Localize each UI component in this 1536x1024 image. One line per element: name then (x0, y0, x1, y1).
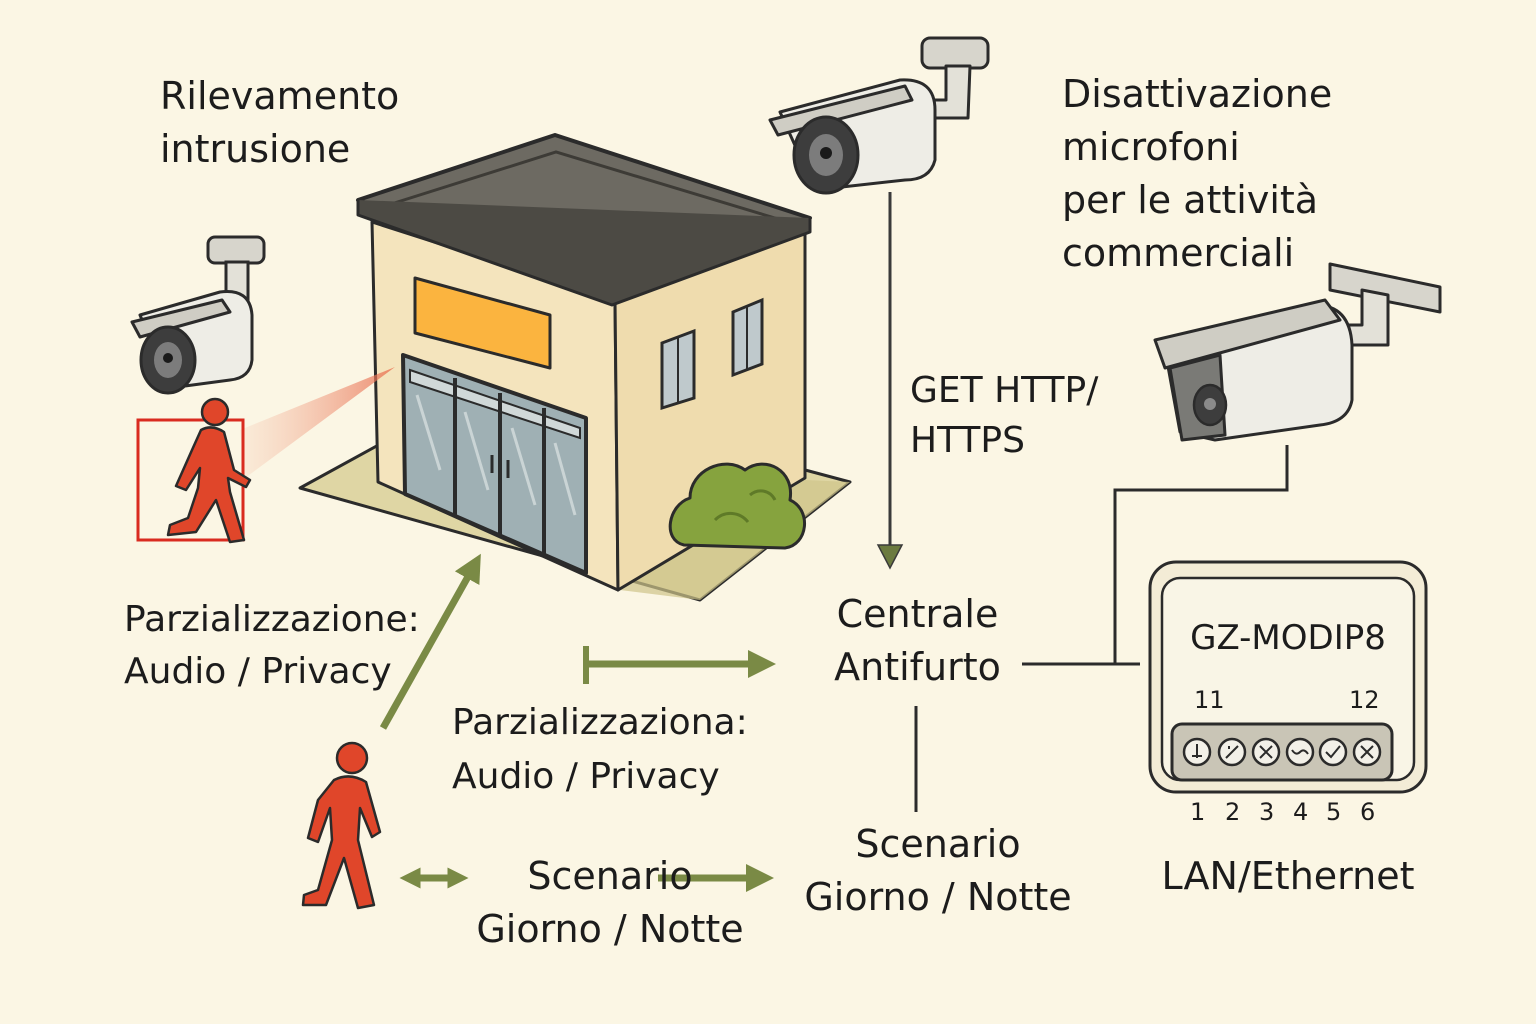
terminal-number: 1 (1190, 798, 1206, 826)
terminal-number: 6 (1360, 798, 1376, 826)
label-partialization-center: Parzializzaziona: Audio / Privacy (452, 702, 748, 797)
http-arrowhead (876, 544, 904, 570)
terminal-number: 2 (1225, 798, 1241, 826)
module-name: GZ-MODIP8 (1190, 618, 1386, 658)
storefront-glass (401, 353, 588, 575)
label-intrusion-detection: Rilevamento intrusione (160, 74, 400, 171)
camera-left (130, 235, 266, 395)
port-label-left: 11 (1194, 686, 1225, 714)
shop-building (356, 133, 812, 592)
bush (668, 462, 806, 550)
label-lan-ethernet: LAN/Ethernet (1161, 854, 1415, 898)
terminal-number: 3 (1259, 798, 1275, 826)
shop-sign (413, 276, 552, 370)
camera-cable (1113, 445, 1289, 664)
camera-right (1153, 262, 1442, 442)
label-microphone-disable: Disattivazione microfoni per le attività… (1062, 72, 1333, 275)
partial-arrow-diagonal (379, 553, 481, 730)
label-scenario-right: Scenario Giorno / Notte (804, 822, 1072, 919)
label-get-http: GET HTTP/ HTTPS (910, 370, 1099, 461)
label-central-alarm: Centrale Antifurto (834, 592, 1001, 689)
terminal-screws (1182, 737, 1382, 767)
person-intruder (166, 397, 252, 544)
terminal-number: 4 (1293, 798, 1309, 826)
port-label-right: 12 (1349, 686, 1380, 714)
terminal-number: 5 (1326, 798, 1342, 826)
label-partialization-left: Parzializzazione: Audio / Privacy (124, 599, 420, 692)
label-scenario-left: Scenario Giorno / Notte (476, 854, 744, 951)
person-walking (301, 741, 382, 910)
camera-top (768, 36, 990, 195)
gz-modip8-module (1148, 560, 1428, 794)
detection-beam (240, 367, 395, 478)
